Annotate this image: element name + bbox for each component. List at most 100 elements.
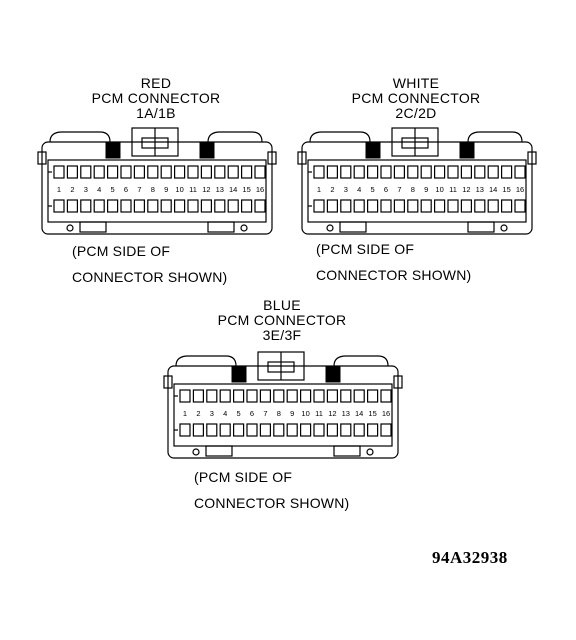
pin-top	[286, 389, 298, 403]
pin-number-label: 1	[317, 185, 321, 194]
pin-number-label: 5	[371, 185, 375, 194]
pin-bottom	[447, 199, 459, 213]
bottom-hole	[192, 448, 200, 456]
pin-top	[367, 389, 379, 403]
pin-top	[214, 165, 226, 179]
pin-top	[393, 165, 406, 179]
pin-top	[179, 389, 191, 403]
pin-top	[227, 165, 239, 179]
pin-number-label: 8	[151, 185, 155, 194]
pin-top	[174, 165, 186, 179]
pin-bottom	[147, 199, 159, 213]
side-clip	[199, 141, 215, 159]
pin-bottom	[434, 199, 446, 213]
pin-top	[192, 389, 204, 403]
pin-number-label: 13	[342, 409, 350, 418]
pin-bottom	[80, 199, 92, 213]
pin-number-label: 12	[202, 185, 210, 194]
pin-bottom	[380, 199, 392, 213]
pin-top	[160, 165, 172, 179]
housing-top-bump	[175, 355, 237, 367]
housing-top-bump	[309, 131, 371, 143]
side-clip	[231, 365, 247, 383]
pin-top	[407, 165, 419, 179]
pin-bottom	[200, 199, 212, 213]
pin-number-label: 7	[263, 409, 267, 418]
connector-color-label: RED	[140, 75, 172, 91]
pin-bottom	[192, 423, 204, 437]
pin-number-label: 4	[223, 409, 227, 418]
bottom-tab	[79, 221, 107, 233]
bottom-tab	[205, 445, 233, 457]
connector-housing	[167, 365, 399, 459]
pin-bottom	[501, 199, 513, 213]
pin-number-label: 12	[462, 185, 470, 194]
side-clip	[459, 141, 475, 159]
note-line-2: CONNECTOR SHOWN)	[72, 269, 228, 285]
pin-top	[80, 165, 92, 179]
pin-top	[366, 165, 379, 179]
pin-bottom	[206, 423, 218, 437]
pin-top	[474, 165, 486, 179]
pin-top	[106, 165, 119, 179]
note-line-1: (PCM SIDE OF	[72, 243, 171, 259]
pin-number-label: 15	[502, 185, 510, 194]
pin-number-label: 3	[210, 409, 214, 418]
pin-bottom	[174, 199, 186, 213]
pin-top	[246, 389, 258, 403]
bottom-hole	[326, 224, 334, 232]
pin-top	[313, 165, 325, 179]
pin-bottom	[93, 199, 105, 213]
pin-bottom	[286, 423, 298, 437]
pin-top	[120, 165, 132, 179]
side-clip	[365, 141, 381, 159]
pin-number-label: 9	[424, 185, 428, 194]
pin-number-label: 2	[330, 185, 334, 194]
pin-bottom	[353, 423, 365, 437]
pin-bottom	[259, 423, 272, 437]
bottom-hole	[500, 224, 508, 232]
note-line-2: CONNECTOR SHOWN)	[194, 495, 350, 511]
pin-top	[434, 165, 446, 179]
connector-housing	[41, 141, 273, 235]
pin-top	[420, 165, 432, 179]
pin-number-label: 4	[357, 185, 361, 194]
pin-top	[273, 389, 285, 403]
pin-number-label: 13	[216, 185, 224, 194]
pin-bottom	[514, 199, 526, 213]
pin-top	[353, 389, 365, 403]
pin-top	[380, 389, 392, 403]
pin-cavity	[307, 159, 527, 223]
pin-top	[206, 389, 218, 403]
bottom-hole	[66, 224, 74, 232]
pin-number-label: 16	[256, 185, 264, 194]
pin-cavity	[173, 383, 393, 447]
pin-top	[326, 389, 338, 403]
pin-bottom	[460, 199, 472, 213]
red-connector-title: RED PCM CONNECTOR 1A/1B	[56, 76, 256, 121]
pin-bottom	[232, 423, 245, 437]
pin-top	[501, 165, 513, 179]
connector-color-label: BLUE	[263, 297, 301, 313]
pin-bottom	[179, 423, 191, 437]
pin-top	[300, 389, 312, 403]
pin-bottom	[214, 199, 226, 213]
connector-name-label: PCM CONNECTOR	[91, 90, 221, 106]
pin-number-label: 9	[164, 185, 168, 194]
housing-ear	[267, 151, 277, 165]
pin-number-label: 10	[175, 185, 183, 194]
figure-id: 94A32938	[432, 548, 508, 567]
pin-number-label: 2	[70, 185, 74, 194]
pin-number-label: 13	[476, 185, 484, 194]
pin-number-label: 6	[384, 185, 388, 194]
pin-bottom	[326, 199, 338, 213]
pin-top	[200, 165, 212, 179]
pin-top	[147, 165, 159, 179]
connector-pins-label: 2C/2D	[395, 105, 437, 121]
pin-number-label: 11	[315, 409, 323, 418]
pin-bottom	[187, 199, 199, 213]
pin-top	[254, 165, 266, 179]
pin-bottom	[254, 199, 266, 213]
pin-top	[232, 389, 245, 403]
